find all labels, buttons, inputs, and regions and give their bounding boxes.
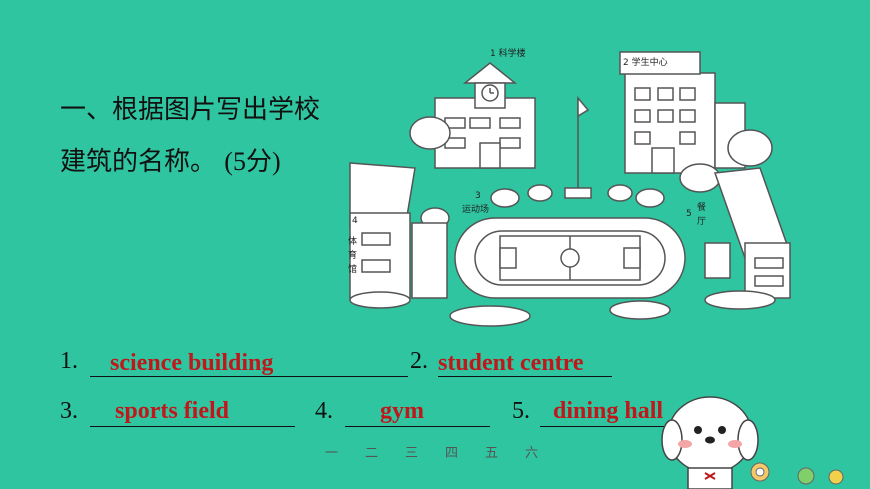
label-sports-field: 运动场 (462, 204, 489, 215)
label-gym-1: 体 (348, 235, 357, 247)
section-nav: 一二三四五六 (325, 442, 565, 461)
title-line-1: 一、根据图片写出学校 (60, 95, 321, 125)
school-illustration: 1 科学楼 2 学生中心 3 运动场 4 体 育 馆 5 餐 厅 (348, 47, 792, 327)
label-3-num: 3 (475, 191, 481, 201)
nav-item-3[interactable]: 三 (405, 446, 419, 461)
nav-item-2[interactable]: 二 (365, 446, 379, 461)
nav-item-1[interactable]: 一 (325, 446, 339, 461)
item-5-number: 5. (512, 398, 530, 424)
question-title: 一、根据图片写出学校 建筑的名称。 (5分) (60, 84, 320, 188)
nav-item-5[interactable]: 五 (485, 446, 499, 461)
title-line-2-wrap: 建筑的名称。 (5分) (60, 136, 320, 188)
science-roof (462, 62, 518, 84)
item-5-blank[interactable] (540, 398, 710, 427)
title-line-2: 建筑的名称。 (60, 147, 217, 177)
points-label: (5分) (224, 147, 281, 176)
dog-mascot-illustration (661, 396, 844, 489)
label-4-num: 4 (352, 216, 358, 226)
label-science: 1 科学楼 (490, 47, 526, 59)
item-1-number: 1. (60, 348, 78, 374)
item-2-blank[interactable] (438, 348, 612, 377)
item-5-answer: dining hall (553, 398, 664, 424)
item-2-answer: student centre (438, 350, 584, 376)
nav-item-4[interactable]: 四 (445, 446, 459, 461)
item-3-answer: sports field (115, 398, 229, 424)
item-4-answer: gym (380, 398, 424, 424)
label-gym-3: 馆 (348, 263, 357, 275)
item-1-answer: science building (110, 350, 274, 376)
nav-item-6[interactable]: 六 (525, 446, 539, 461)
item-4-number: 4. (315, 398, 333, 424)
label-dining-1: 餐 (697, 201, 706, 213)
item-1-blank[interactable] (90, 348, 408, 377)
item-3-blank[interactable] (90, 398, 295, 427)
label-gym-2: 育 (348, 249, 357, 261)
item-2-number: 2. (410, 348, 428, 374)
item-4-blank[interactable] (345, 398, 490, 427)
item-3-number: 3. (60, 398, 78, 424)
label-5-num: 5 (686, 209, 692, 219)
label-student-centre: 2 学生中心 (623, 56, 668, 68)
label-dining-2: 厅 (697, 216, 706, 227)
